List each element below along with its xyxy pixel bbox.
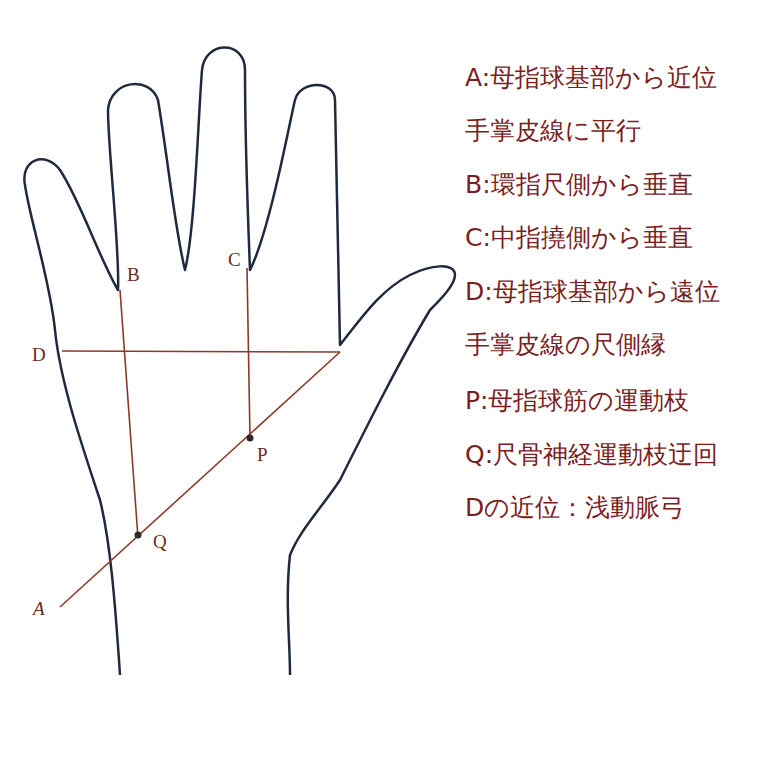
line-b [120,290,138,538]
point-letter: A [33,598,45,620]
note-text: B:環指尺側から垂直 [465,169,693,201]
point-p [247,435,254,442]
note-text: Q:尺骨神経運動枝迂回 [465,439,718,471]
line-a [60,352,340,607]
hand-outline [24,48,455,676]
line-c [247,268,250,438]
note-text: 手掌皮線の尺側縁 [465,329,666,361]
point-letter: Q [153,531,167,553]
note-text: P:母指球筋の運動枝 [465,385,690,417]
note-text: Dの近位：浅動脈弓 [465,492,685,524]
note-text: C:中指撓側から垂直 [465,222,693,254]
point-letter: C [228,249,241,271]
note-text: 手掌皮線に平行 [465,115,641,147]
note-text: A:母指球基部から近位 [465,62,717,94]
line-d [62,351,340,352]
point-letter: D [32,344,46,366]
point-q [135,532,142,539]
point-letter: B [127,264,140,286]
note-text: D:母指球基部から遠位 [465,276,720,308]
point-letter: P [257,444,268,466]
